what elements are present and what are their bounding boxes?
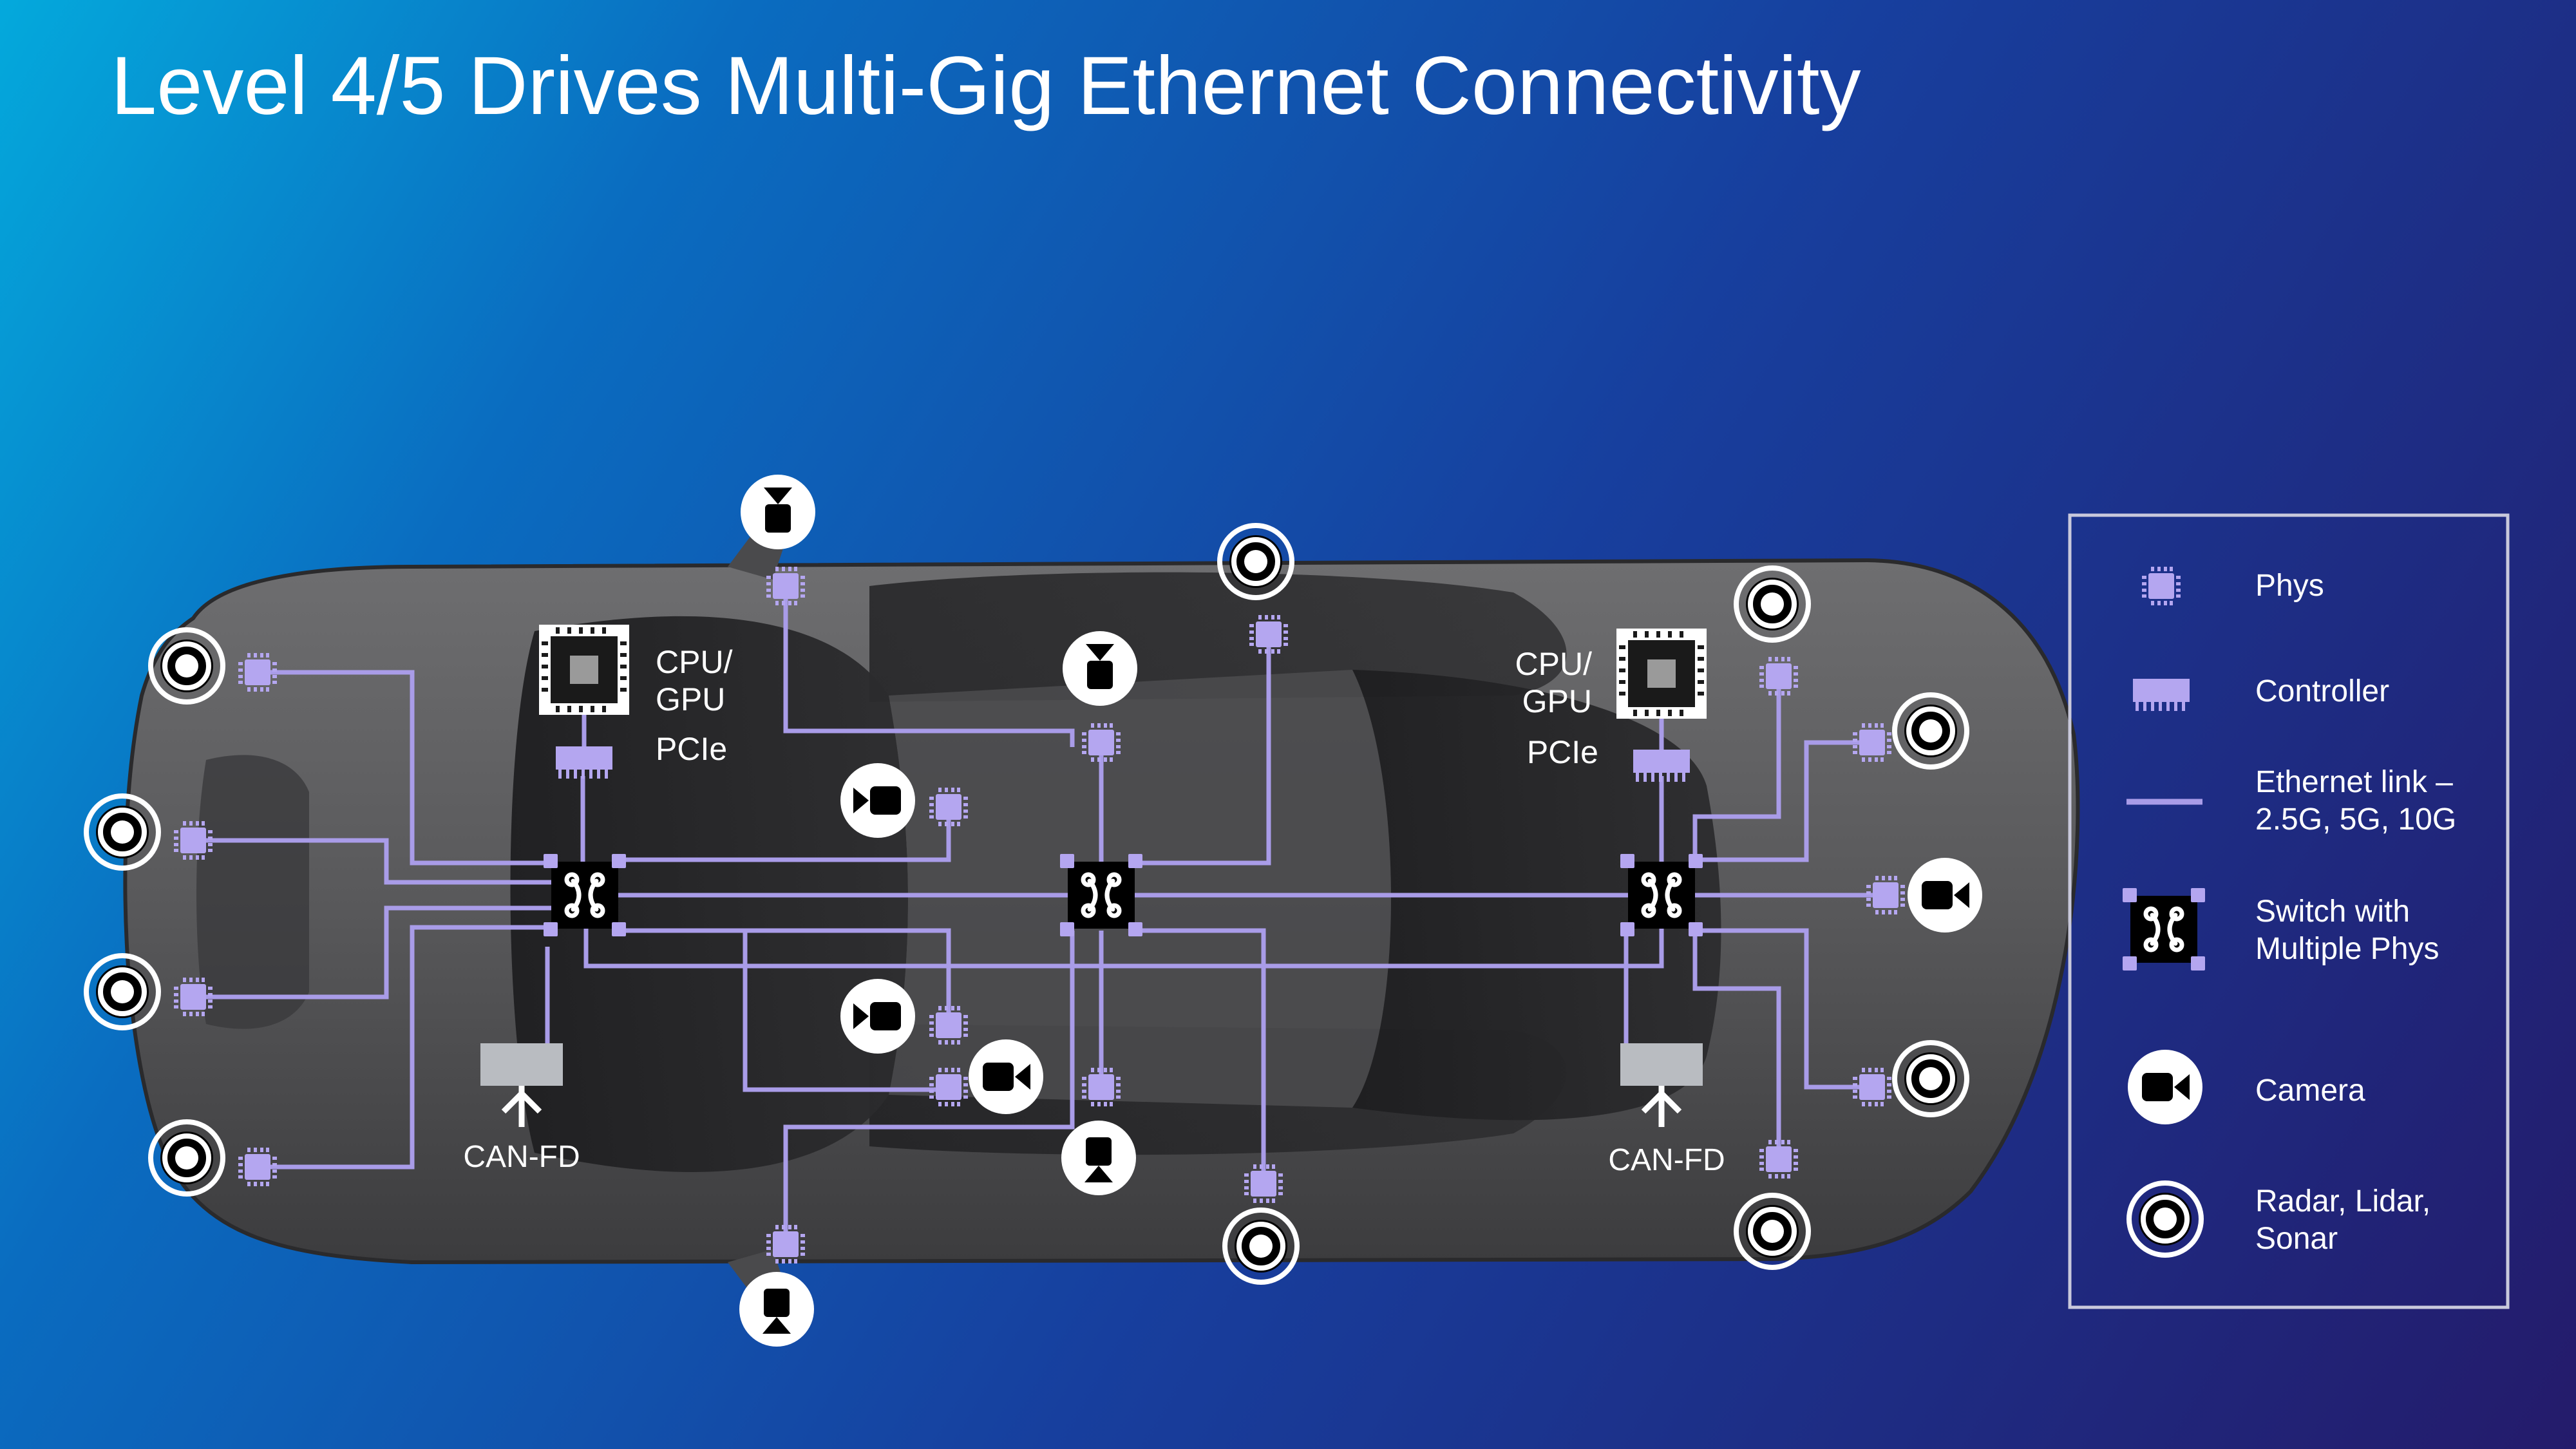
radar-icon — [86, 956, 158, 1028]
radar-icon — [1895, 1043, 1967, 1115]
camera-icon — [969, 1039, 1043, 1114]
switch-icon — [544, 854, 626, 936]
phy-chip-icon — [2142, 567, 2181, 605]
controller-icon — [2133, 679, 2190, 711]
legend-label: 2.5G, 5G, 10G — [2255, 802, 2456, 837]
camera-icon — [840, 979, 915, 1054]
camera-icon — [1908, 858, 1982, 933]
camera-icon — [840, 763, 915, 838]
cpu-chip-icon — [539, 625, 629, 715]
camera-icon — [1063, 631, 1137, 706]
radar-icon — [1220, 526, 1292, 598]
radar-icon — [86, 796, 158, 868]
camera-icon — [739, 1272, 814, 1347]
legend-label: Radar, Lidar, — [2255, 1184, 2430, 1218]
legend-label: Sonar — [2255, 1222, 2338, 1256]
slide-title: Level 4/5 Drives Multi-Gig Ethernet Conn… — [111, 40, 1861, 132]
cpu-label-line2: GPU — [1522, 683, 1592, 719]
legend-frame — [2068, 513, 2510, 1309]
camera-icon — [1061, 1121, 1136, 1195]
legend-label: Ethernet link – — [2255, 765, 2453, 799]
radar-icon — [1225, 1210, 1297, 1282]
pcie-label: PCIe — [1527, 734, 1598, 770]
legend-label: Phys — [2255, 569, 2324, 603]
legend-label: Multiple Phys — [2255, 932, 2439, 966]
legend-label: Camera — [2255, 1074, 2365, 1108]
ethernet-links — [194, 586, 1886, 1243]
compute-left: CPU/ GPU PCIe — [539, 625, 733, 779]
cpu-label-line2: GPU — [656, 681, 725, 717]
radar-icon — [151, 630, 223, 702]
can-fd-right: CAN-FD — [1608, 1043, 1725, 1177]
pcie-label: PCIe — [656, 731, 727, 767]
radar-icon — [1736, 568, 1808, 640]
compute-right: CPU/ GPU PCIe — [1515, 629, 1707, 782]
can-fd-left: CAN-FD — [463, 947, 580, 1174]
camera-icon — [741, 475, 815, 549]
cpu-chip-icon — [1616, 629, 1707, 719]
radar-icon — [2129, 1183, 2201, 1255]
cpu-label-line1: CPU/ — [1515, 646, 1593, 682]
radar-icon — [1895, 695, 1967, 767]
camera-icon — [2128, 1050, 2202, 1124]
can-fd-label: CAN-FD — [463, 1140, 580, 1174]
legend-label: Controller — [2255, 674, 2389, 708]
radar-icon — [151, 1122, 223, 1194]
can-fd-label: CAN-FD — [1608, 1143, 1725, 1177]
switch-icon — [1620, 854, 1703, 936]
switch-icon — [1060, 854, 1142, 936]
radar-icon — [1736, 1195, 1808, 1267]
legend-label: Switch with — [2255, 895, 2410, 929]
switch-icon — [2123, 888, 2205, 971]
cpu-label-line1: CPU/ — [656, 644, 733, 680]
